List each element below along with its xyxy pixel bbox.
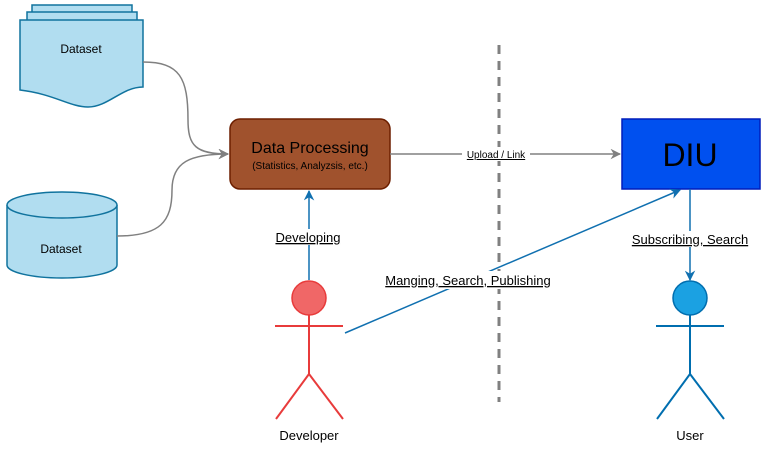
managing-label: Manging, Search, Publishing [385, 273, 551, 288]
subscribing-label: Subscribing, Search [632, 232, 748, 247]
developer-actor[interactable]: Developer [275, 280, 344, 443]
dataset-database-label: Dataset [40, 242, 82, 256]
connector-managing [344, 188, 681, 334]
developer-head [291, 280, 327, 316]
upload-link-label: Upload / Link [467, 150, 526, 161]
diu-label: DIU [662, 137, 717, 173]
user-head [672, 280, 708, 316]
dataset-document-label: Dataset [60, 42, 102, 56]
connector-dataset-doc-to-processing [142, 61, 230, 160]
data-processing-title: Data Processing [251, 140, 368, 157]
user-actor[interactable]: User [656, 280, 725, 443]
data-processing-subtitle: (Statistics, Analyzsis, etc.) [252, 161, 368, 172]
developing-label: Developing [275, 230, 340, 245]
dataset-database-cylinder[interactable]: Dataset [6, 191, 118, 279]
dataset-document-stack[interactable]: Dataset [19, 4, 144, 108]
user-label: User [676, 428, 704, 443]
data-processing-box[interactable]: Data Processing (Statistics, Analyzsis, … [229, 118, 391, 190]
diu-box[interactable]: DIU [621, 118, 761, 190]
developer-label: Developer [279, 428, 339, 443]
connector-dataset-db-to-processing [116, 148, 230, 237]
